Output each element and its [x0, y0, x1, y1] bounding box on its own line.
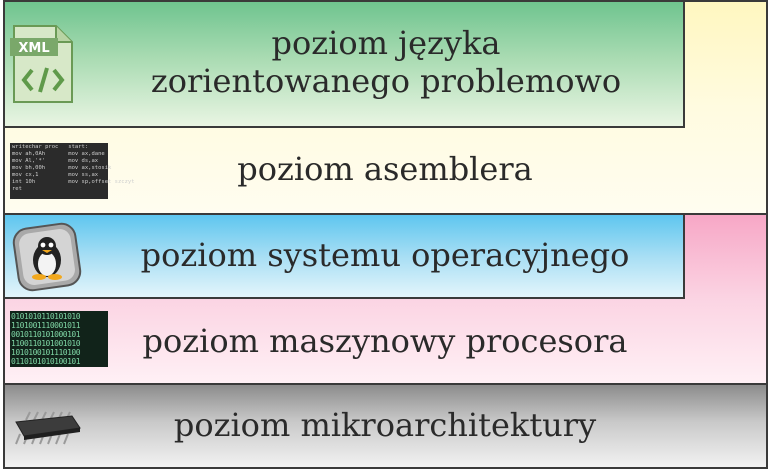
code-line: writechar proc start: [12, 144, 89, 150]
label-line: poziom języka [271, 24, 501, 62]
operating-system-layer-box [3, 213, 685, 299]
microchip-icon [10, 408, 84, 448]
operating-system-label: poziom systemu operacyjnego [140, 236, 630, 274]
binary-line: 1010100101110100 [11, 348, 81, 357]
label-line: zorientowanego problemowo [150, 62, 622, 100]
assembler-label: poziom asemblera [237, 150, 533, 188]
machine-level-label: poziom maszynowy procesora [142, 322, 628, 360]
code-line: mov Al,'*' mov ds,ax [12, 158, 99, 164]
code-line: int 10h mov sp,offset szczyt [12, 179, 135, 185]
problem-oriented-language-label: poziom języka zorientowanego problemowo [80, 24, 692, 100]
microarchitecture-label: poziom mikroarchitektury [173, 406, 597, 444]
code-line: mov cx,1 mov ss,ax [12, 172, 99, 178]
binary-line: 0010110101000101 [11, 330, 81, 339]
binary-line: 0110101010100101 [11, 357, 81, 366]
binary-line: 1101001110001011 [11, 321, 81, 330]
code-line: mov ah,0Ah mov ax,dane [12, 151, 105, 157]
binary-line: 0101010110101010 [11, 312, 81, 321]
code-line: ret [12, 186, 22, 192]
assembler-code-icon: writechar proc start:mov ah,0Ah mov ax,d… [10, 143, 135, 199]
problem-oriented-language-layer-box [3, 0, 685, 128]
microarchitecture-layer-box [3, 383, 768, 469]
xml-badge-text: XML [18, 41, 49, 56]
code-line: mov bh,00h mov ax,stosik [12, 165, 112, 171]
binary-line: 1100110101001010 [11, 339, 81, 348]
xml-file-icon: XML [10, 24, 76, 104]
linux-os-icon [12, 222, 82, 292]
